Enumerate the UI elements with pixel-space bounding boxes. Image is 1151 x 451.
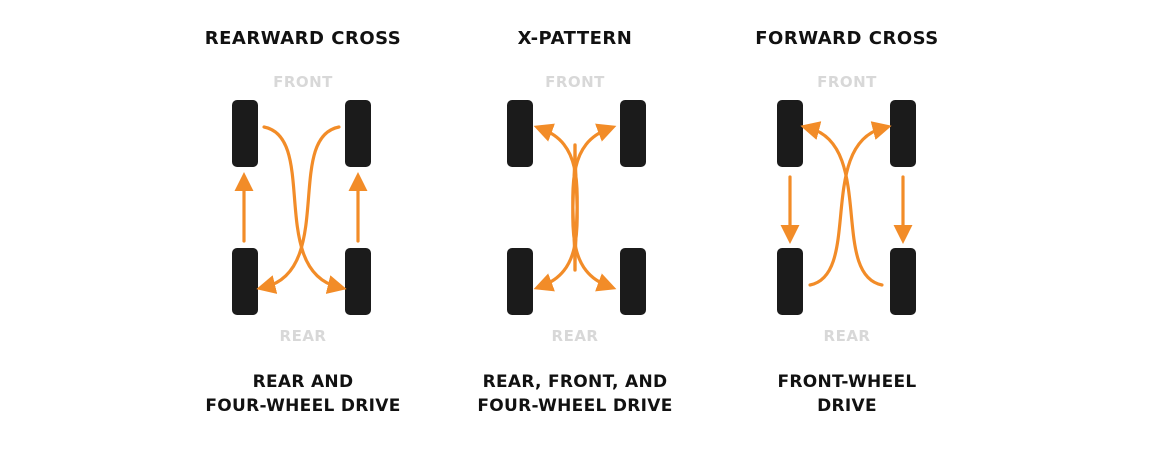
- arrow-rear-right-to-front-left: [800, 121, 884, 287]
- caption-line: REAR, FRONT, AND: [482, 372, 668, 392]
- tire-front-right: [890, 100, 916, 167]
- tire-front-right: [620, 100, 646, 167]
- panel-rearward-cross: REARWARD CROSS FRONT REAR REAR AND FOUR-…: [153, 0, 453, 451]
- panel-x-pattern: X-PATTERN FRONT REAR REAR, FRONT, AND FO…: [425, 0, 725, 451]
- rear-label: REAR: [551, 327, 599, 345]
- rear-label: REAR: [279, 327, 327, 345]
- tire-front-left: [507, 100, 533, 167]
- tire-front-right: [345, 100, 371, 167]
- drive-caption: REAR, FRONT, AND FOUR-WHEEL DRIVE: [425, 370, 725, 418]
- tire-front-left: [777, 100, 803, 167]
- arrow-front-left-to-rear-right: [262, 125, 347, 294]
- caption-line: DRIVE: [817, 396, 877, 416]
- front-label: FRONT: [273, 73, 333, 91]
- caption-line: FOUR-WHEEL DRIVE: [477, 396, 673, 416]
- tire-rear-right: [620, 248, 646, 315]
- tire-rear-left: [507, 248, 533, 315]
- drive-caption: FRONT-WHEEL DRIVE: [697, 370, 997, 418]
- caption-line: REAR AND: [252, 372, 354, 392]
- rotation-diagram: [232, 100, 371, 315]
- panel-forward-cross: FORWARD CROSS FRONT REAR FRONT-WHEEL DRI…: [697, 0, 997, 451]
- arrow-front-right-to-rear-left: [256, 125, 341, 294]
- caption-line: FOUR-WHEEL DRIVE: [205, 396, 401, 416]
- front-label: FRONT: [817, 73, 877, 91]
- rotation-diagram: [507, 100, 646, 315]
- rotation-diagram: [777, 100, 916, 315]
- arrow-front-left-to-rear-right: [571, 143, 617, 292]
- caption-line: FRONT-WHEEL: [777, 372, 917, 392]
- panel-title: FORWARD CROSS: [755, 28, 939, 49]
- tire-rear-right: [890, 248, 916, 315]
- tire-rear-left: [777, 248, 803, 315]
- front-label: FRONT: [545, 73, 605, 91]
- tire-rear-right: [345, 248, 371, 315]
- panel-title: X-PATTERN: [517, 28, 633, 49]
- rear-label: REAR: [823, 327, 871, 345]
- arrow-rear-left-to-front-right: [808, 121, 892, 287]
- tire-rear-left: [232, 248, 258, 315]
- drive-caption: REAR AND FOUR-WHEEL DRIVE: [153, 370, 453, 418]
- panel-title: REARWARD CROSS: [204, 28, 402, 49]
- tire-front-left: [232, 100, 258, 167]
